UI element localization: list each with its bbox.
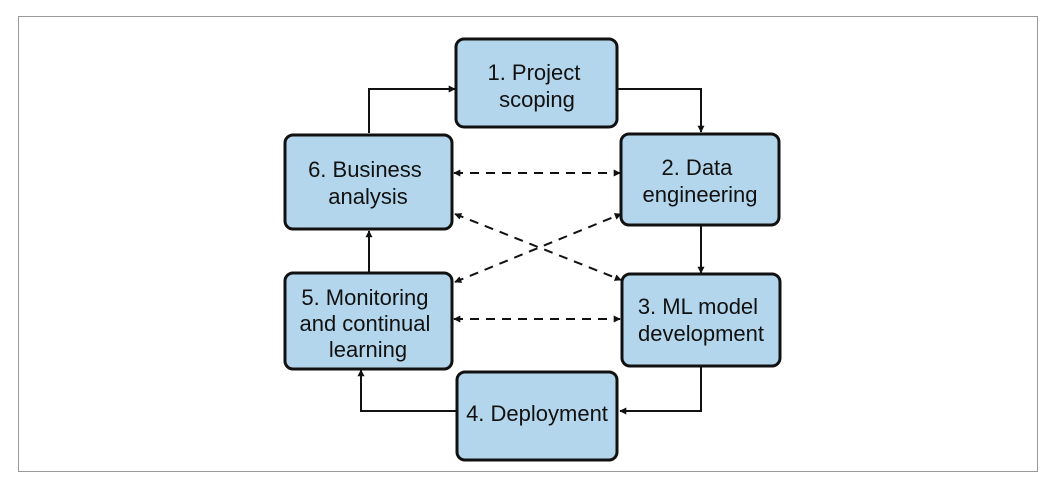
node-monitoring-and-continual-learning: 5. Monitoring and continual learning	[283, 271, 454, 371]
edge-deployment-to-monitoring	[357, 369, 456, 412]
node-ml-model-development: 3. ML model development	[620, 272, 782, 368]
node-label-line: engineering	[643, 182, 758, 207]
node-label: 5. Monitoring and continual learning	[299, 285, 436, 362]
node-label: 1. Project scoping	[487, 60, 586, 112]
nodes-layer: 1. Project scoping 2. Data engineering 3…	[283, 37, 782, 462]
node-label-line: 5. Monitoring	[301, 285, 428, 310]
node-box	[454, 37, 619, 129]
edge-scoping-to-data-engineering	[618, 88, 705, 133]
node-box	[619, 132, 781, 227]
edges-layer	[357, 85, 705, 415]
node-box	[283, 133, 454, 231]
node-label-line: 1. Project	[487, 60, 580, 85]
node-label: 4. Deployment	[466, 401, 608, 426]
edge-ml-model-to-deployment	[619, 367, 702, 415]
node-label-line: scoping	[499, 87, 575, 112]
node-box	[455, 370, 619, 462]
node-label-line: analysis	[328, 184, 407, 209]
edge-business-analysis-to-scoping	[368, 85, 456, 133]
node-project-scoping: 1. Project scoping	[454, 37, 619, 129]
node-box	[620, 272, 782, 368]
node-label-line: learning	[329, 337, 407, 362]
node-label-line: 2. Data	[661, 155, 733, 180]
node-deployment: 4. Deployment	[455, 370, 619, 462]
node-label-line: development	[638, 321, 764, 346]
node-label-line: and continual	[299, 311, 430, 336]
node-label: 3. ML model development	[638, 294, 764, 346]
node-label-line: 3. ML model	[638, 294, 758, 319]
node-label-line: 6. Business	[308, 157, 422, 182]
node-data-engineering: 2. Data engineering	[619, 132, 781, 227]
node-label: 6. Business analysis	[308, 157, 428, 209]
dashed-edge-monitoring-data-engineering	[454, 213, 622, 283]
node-label-line: 4. Deployment	[466, 401, 608, 426]
node-label: 2. Data engineering	[643, 155, 758, 207]
node-business-analysis: 6. Business analysis	[283, 133, 454, 231]
node-box	[283, 271, 454, 371]
